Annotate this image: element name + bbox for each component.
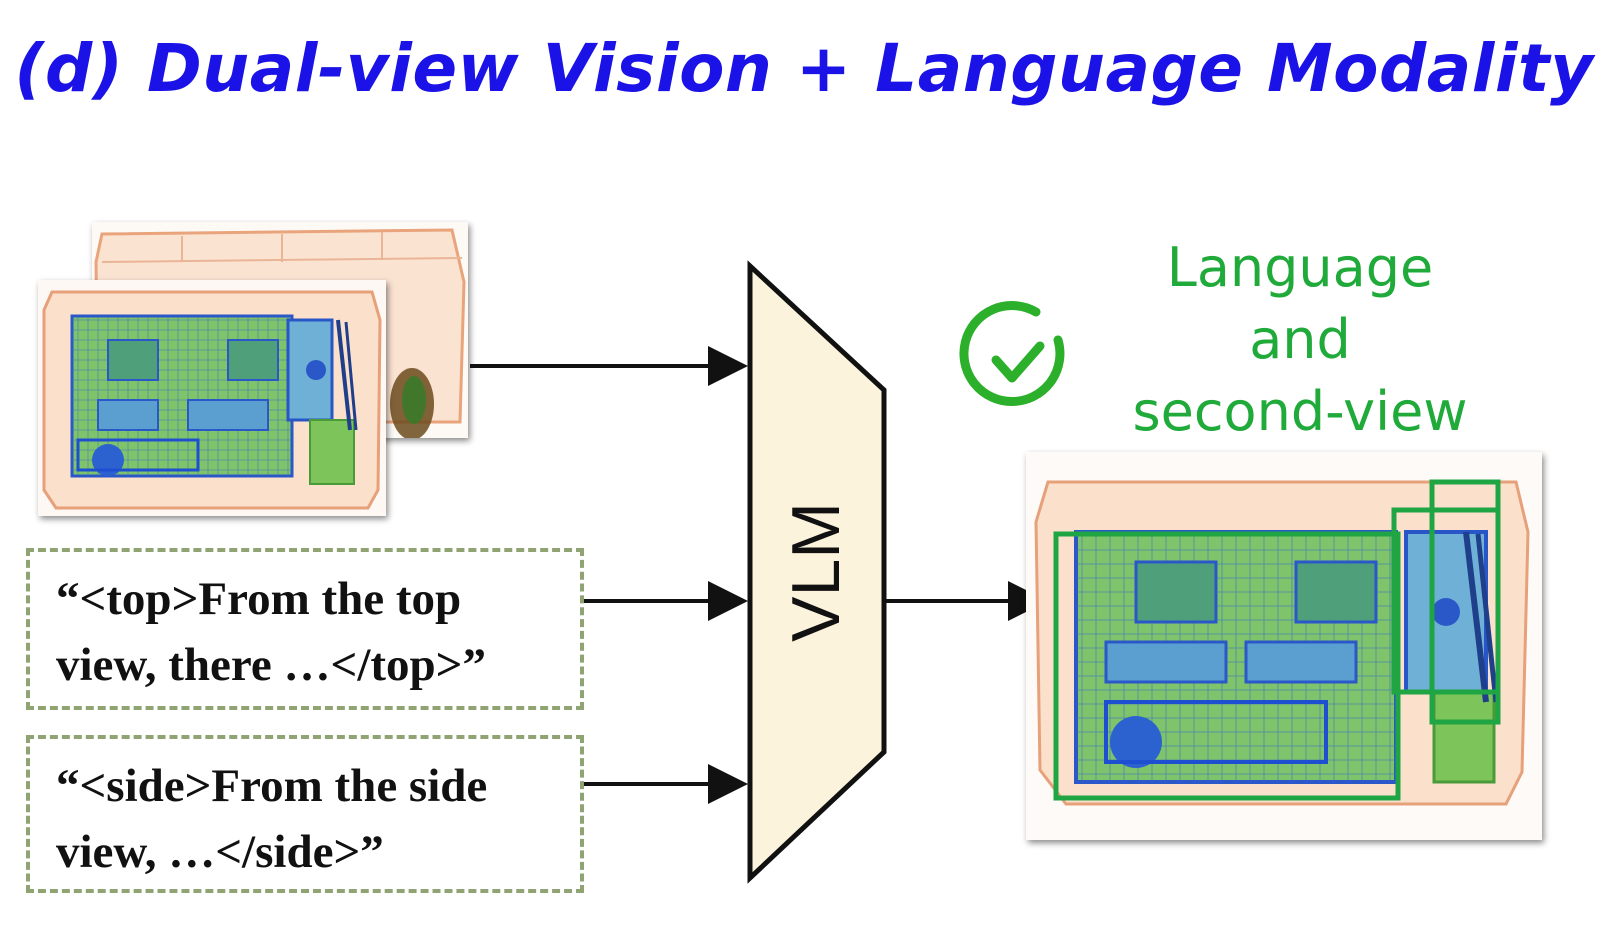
detection-box-laptop [1053, 531, 1401, 801]
xray-top-view-graphic [38, 280, 386, 516]
figure-title: (d) Dual-view Vision + Language Modality [14, 30, 1594, 107]
side-view-prompt-text: “<side>From the side view, …</side>” [56, 760, 488, 878]
check-circle-icon [959, 301, 1065, 406]
vlm-label: VLM [778, 502, 854, 642]
detection-box-device-2 [1429, 479, 1501, 725]
output-xray-image [1026, 452, 1542, 840]
output-xray-graphic [1026, 452, 1542, 840]
vlm-block [747, 260, 887, 884]
xray-top-view-image [38, 280, 386, 516]
top-view-prompt-box: “<top>From the top view, there …</top>” [26, 548, 584, 710]
top-view-prompt-text: “<top>From the top view, there …</top>” [56, 573, 486, 691]
side-view-prompt-box: “<side>From the side view, …</side>” [26, 735, 584, 893]
